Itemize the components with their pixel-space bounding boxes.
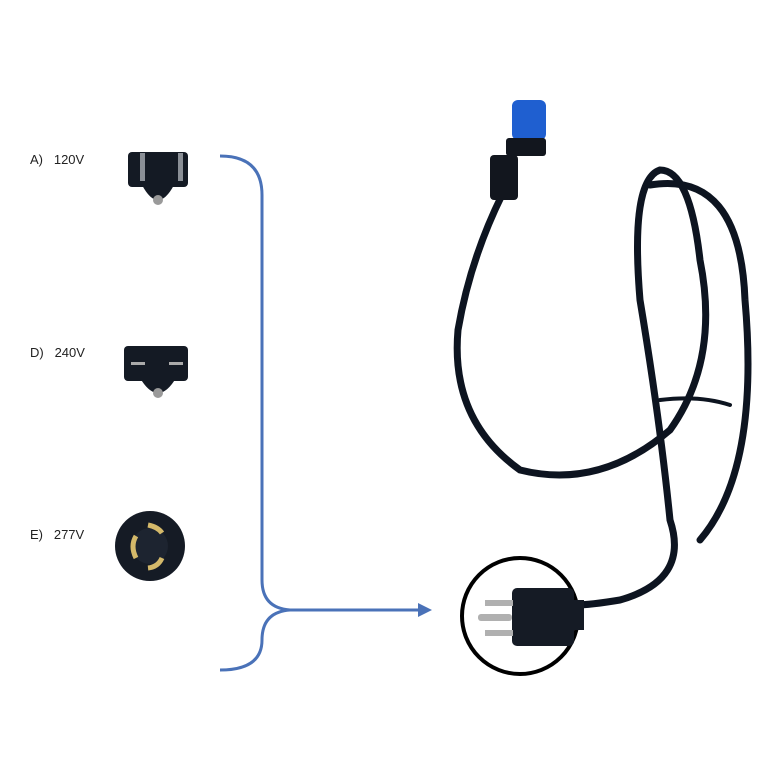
arrow-head-icon	[418, 603, 432, 617]
nema-5-15-receptacle-icon	[128, 152, 188, 205]
option-e-label: E) 277V	[30, 527, 85, 542]
option-d-label: D) 240V	[30, 345, 85, 360]
bracket-arrow	[219, 154, 432, 672]
connector-head-icon	[490, 100, 546, 200]
option-a-label: A) 120V	[30, 152, 85, 167]
power-cord-icon	[453, 166, 752, 609]
nema-5-15-plug-icon	[460, 556, 584, 676]
nema-6-15-receptacle-icon	[124, 346, 188, 398]
nema-l7-twist-lock-icon	[115, 511, 185, 581]
